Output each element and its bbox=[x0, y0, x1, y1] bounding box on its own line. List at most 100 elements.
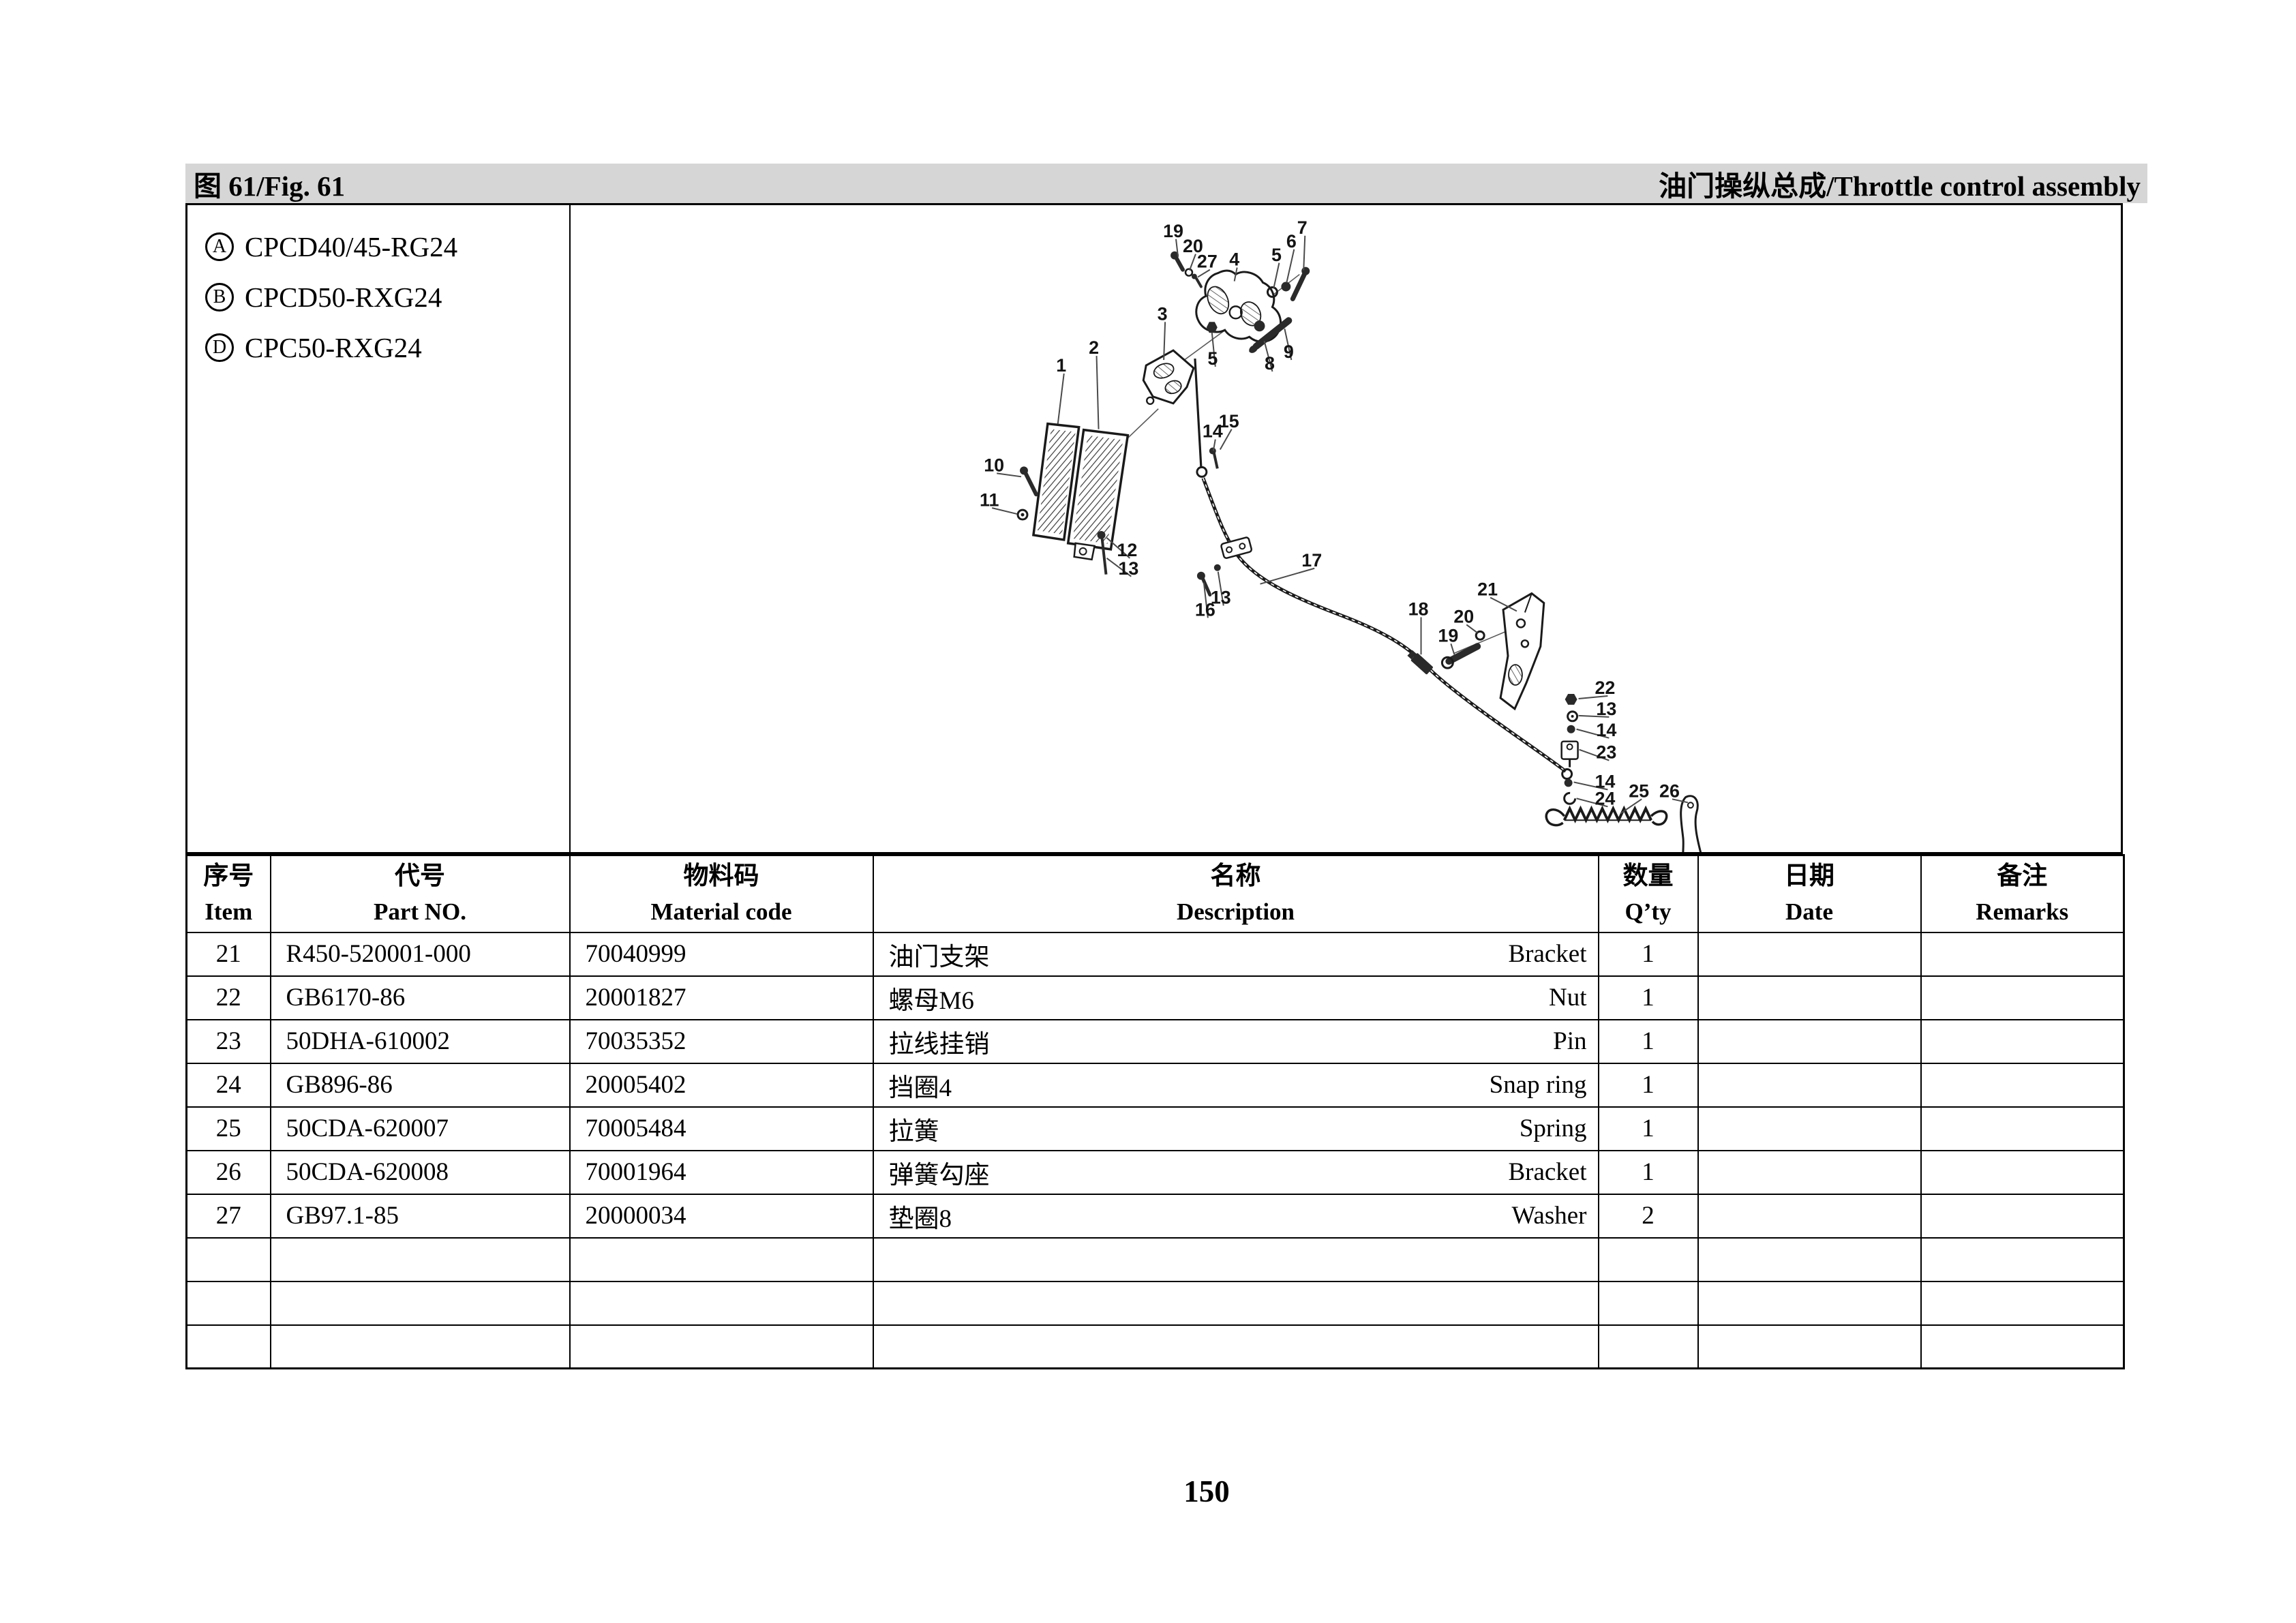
description-cn: 拉线挂销 bbox=[888, 1030, 990, 1059]
model-badge-a: A bbox=[205, 232, 234, 261]
cell-remarks bbox=[1920, 1193, 2125, 1239]
callout-14: 14 bbox=[1203, 421, 1223, 442]
tension-spring bbox=[1545, 805, 1668, 827]
cable-clamp bbox=[1196, 536, 1253, 597]
leader-line-13 bbox=[1217, 571, 1224, 606]
cell-date bbox=[1697, 1062, 1922, 1108]
callout-10: 10 bbox=[984, 455, 1004, 475]
callout-27: 27 bbox=[1197, 252, 1218, 272]
callout-19: 19 bbox=[1163, 221, 1183, 241]
fastener-group-19-20-27 bbox=[1170, 251, 1203, 288]
fastener-group-5-6-7 bbox=[1266, 267, 1310, 301]
model-name-a: CPCD40/45-RG24 bbox=[245, 231, 458, 262]
callout-1: 1 bbox=[1056, 355, 1066, 376]
table-empty-row bbox=[185, 1237, 2125, 1282]
cell-item: 27 bbox=[185, 1193, 271, 1239]
description-en: Nut bbox=[1549, 984, 1587, 1012]
col-header-material-code: 物料码 Material code bbox=[569, 854, 874, 933]
cell-qty: 1 bbox=[1597, 1149, 1699, 1195]
cable-adjuster bbox=[1407, 650, 1433, 675]
cell-part-no: R450-520001-000 bbox=[269, 931, 571, 977]
col-header-qty: 数量 Q’ty bbox=[1597, 854, 1699, 933]
description-en: Pin bbox=[1553, 1027, 1587, 1055]
leader-line-27 bbox=[1197, 269, 1211, 278]
description-en: Bracket bbox=[1508, 940, 1587, 968]
table-row: 26 50CDA-620008 70001964 弹簧勾座 Bracket 1 bbox=[185, 1149, 2125, 1195]
leader-line-9 bbox=[1284, 329, 1293, 361]
table-row: 22 GB6170-86 20001827 螺母M6 Nut 1 bbox=[185, 975, 2125, 1020]
leader-line-14 bbox=[1576, 728, 1610, 739]
callout-14: 14 bbox=[1596, 720, 1616, 740]
col-header-description: 名称 Description bbox=[872, 854, 1599, 933]
cell-item: 24 bbox=[185, 1062, 271, 1108]
leader-line-24 bbox=[1576, 798, 1608, 808]
cell-material-code: 70040999 bbox=[569, 931, 874, 977]
description-cn: 垫圈8 bbox=[888, 1204, 952, 1233]
leader-line-3 bbox=[1163, 322, 1166, 361]
cell-date bbox=[1697, 931, 1922, 977]
cell-material-code: 20000034 bbox=[569, 1193, 874, 1239]
callout-17: 17 bbox=[1301, 550, 1322, 571]
cell-material-code: 70035352 bbox=[569, 1018, 874, 1064]
throttle-link-rod bbox=[1194, 358, 1219, 478]
figure-header-bar: 图 61/Fig. 61 油门操纵总成/Throttle control ass… bbox=[185, 164, 2147, 203]
model-name-b: CPCD50-RXG24 bbox=[245, 282, 442, 313]
leader-line-5 bbox=[1273, 262, 1280, 288]
figure-title: 油门操纵总成/Throttle control assembly bbox=[1659, 170, 2141, 202]
cell-description: 拉线挂销 Pin bbox=[872, 1018, 1599, 1064]
leader-line-19 bbox=[1175, 239, 1179, 257]
cell-part-no: 50CDA-620008 bbox=[269, 1149, 571, 1195]
pedal-bottom-tab bbox=[1073, 542, 1096, 561]
table-row: 24 GB896-86 20005402 挡圈4 Snap ring 1 bbox=[185, 1062, 2125, 1108]
callout-11: 11 bbox=[980, 489, 999, 510]
leader-line-20 bbox=[1189, 254, 1196, 271]
col-header-remarks: 备注 Remarks bbox=[1920, 854, 2125, 933]
callout-13: 13 bbox=[1118, 558, 1138, 579]
cell-qty: 1 bbox=[1597, 931, 1699, 977]
pedal-plate-1 bbox=[1031, 422, 1081, 541]
table-header-row: 序号 Item 代号 Part NO. 物料码 Material code 名称… bbox=[185, 854, 2125, 933]
model-badge-b: B bbox=[205, 283, 234, 312]
leader-line-20 bbox=[1466, 624, 1478, 634]
leader-line-8 bbox=[1263, 340, 1273, 372]
cell-remarks bbox=[1920, 1149, 2125, 1195]
cable-end-stack bbox=[1560, 693, 1579, 805]
cell-date bbox=[1697, 975, 1922, 1020]
description-en: Spring bbox=[1519, 1114, 1587, 1142]
bracket-bolt-19-20 bbox=[1440, 630, 1485, 669]
cell-part-no: 50DHA-610002 bbox=[269, 1018, 571, 1064]
leader-line-2 bbox=[1096, 356, 1100, 429]
leader-line-15 bbox=[1219, 429, 1233, 450]
cell-material-code: 20001827 bbox=[569, 975, 874, 1020]
callout-24: 24 bbox=[1595, 788, 1615, 808]
leader-line-7 bbox=[1303, 235, 1306, 271]
description-cn: 油门支架 bbox=[888, 943, 990, 971]
callout-5: 5 bbox=[1271, 245, 1282, 265]
cell-item: 22 bbox=[185, 975, 271, 1020]
cell-remarks bbox=[1920, 931, 2125, 977]
cell-part-no: GB6170-86 bbox=[269, 975, 571, 1020]
cell-date bbox=[1697, 1149, 1922, 1195]
description-cn: 弹簧勾座 bbox=[888, 1161, 990, 1189]
callout-15: 15 bbox=[1219, 411, 1239, 431]
throttle-bracket-assembly bbox=[1195, 269, 1282, 343]
callout-18: 18 bbox=[1408, 599, 1429, 620]
cell-qty: 1 bbox=[1597, 1062, 1699, 1108]
cell-qty: 2 bbox=[1597, 1193, 1699, 1239]
cell-description: 油门支架 Bracket bbox=[872, 931, 1599, 977]
cell-remarks bbox=[1920, 1018, 2125, 1064]
cell-qty: 1 bbox=[1597, 975, 1699, 1020]
callout-5: 5 bbox=[1207, 348, 1218, 369]
cell-qty: 1 bbox=[1597, 1018, 1699, 1064]
cell-date bbox=[1697, 1193, 1922, 1239]
leader-line-23 bbox=[1579, 748, 1610, 761]
cell-date bbox=[1697, 1018, 1922, 1064]
assembly-axis-lines bbox=[1126, 273, 1523, 654]
col-header-part-no: 代号 Part NO. bbox=[269, 854, 571, 933]
fastener-group-5-8-9 bbox=[1206, 317, 1293, 353]
table-row: 21 R450-520001-000 70040999 油门支架 Bracket… bbox=[185, 931, 2125, 977]
model-item-a: A CPCD40/45-RG24 bbox=[205, 222, 569, 272]
callout-25: 25 bbox=[1629, 780, 1649, 801]
leader-line-10 bbox=[997, 472, 1022, 478]
